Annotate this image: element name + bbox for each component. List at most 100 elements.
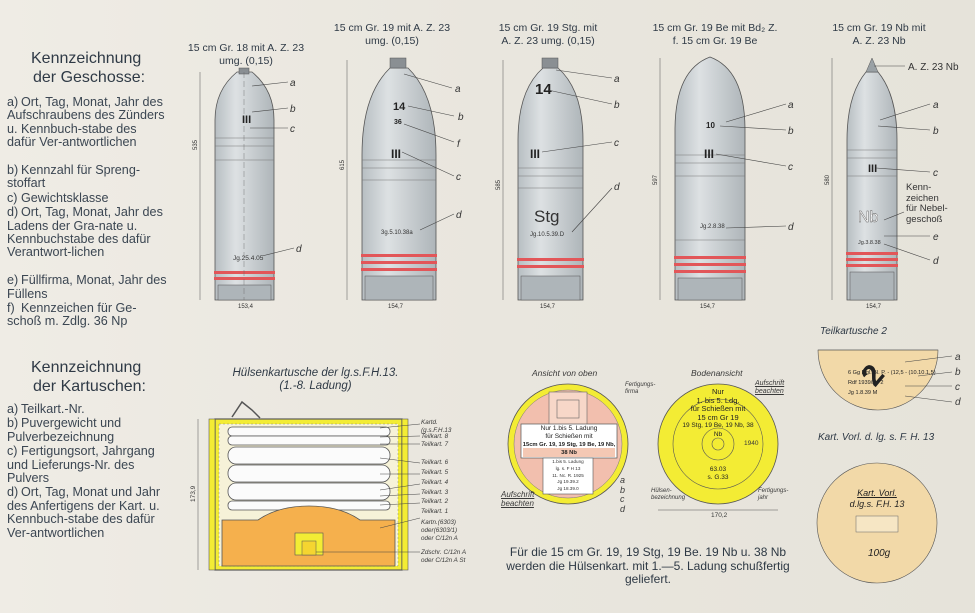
shell-5: III Nb Jg.3.8.38 580 154,7 A. Z. 23 Nb a…: [825, 57, 959, 310]
shells-item-text: Ort, Tag, Monat, Jahr des Ladens der Gra…: [7, 205, 163, 260]
shells-item-text: Kennzahl für Spreng-stoffart: [7, 163, 141, 191]
shell-1-length: 535: [193, 139, 199, 150]
shell-2-width: 154,7: [388, 304, 404, 310]
svg-text:a: a: [455, 84, 461, 95]
shell-4-number: 10: [706, 121, 715, 130]
cart-item-key: b): [7, 416, 19, 431]
shell-3: 14 III Stg Jg.10.5.39.D 585 154,7 a b c …: [496, 57, 620, 310]
shell-3-stg-mark: Stg: [534, 207, 560, 226]
svg-text:a: a: [933, 100, 939, 111]
shell-2-class-mark: III: [391, 147, 401, 161]
svg-text:c: c: [933, 168, 938, 179]
shells-item-text: Füllfirma, Monat, Jahr des Füllens: [7, 273, 167, 301]
teilkart-lines: 6 Gg Ngl. Bl. P. - (12,5 - (10.10.1,5)Rd…: [848, 370, 936, 396]
svg-text:c: c: [788, 162, 793, 173]
shells-item: a)Ort, Tag, Monat, Jahr des Aufschrauben…: [7, 95, 167, 150]
svg-text:d: d: [614, 182, 620, 193]
vorlage: [816, 462, 938, 584]
shell-4-stamp: Jg.2.8.38: [700, 224, 725, 230]
shells-heading-line2: der Geschosse:: [33, 69, 146, 86]
shells-item-text: Ort, Tag, Monat, Jahr des Aufschraubens …: [7, 95, 165, 150]
shell-2-number2: 36: [394, 119, 402, 126]
svg-text:b: b: [290, 104, 296, 115]
cart-item-text: Ort, Tag, Monat und Jahr des Anfertigens…: [7, 485, 161, 540]
shell-4-length: 597: [653, 174, 659, 185]
shell-5-az-callout: A. Z. 23 Nb: [908, 62, 959, 73]
bottom-view-huelsen: Hülsen-bezeichnung: [651, 488, 686, 501]
nebel-callout-line: zeichen: [906, 192, 939, 204]
svg-text:a: a: [290, 78, 296, 89]
shell-5-class-mark: III: [868, 163, 877, 175]
huelse-label: oder C/12n A St: [421, 557, 466, 564]
shell-4-width: 154,7: [700, 304, 716, 310]
svg-text:b: b: [933, 126, 939, 137]
svg-text:c: c: [456, 172, 461, 183]
nebel-callout-line: für Nebel-: [906, 203, 948, 214]
huelse-label: Zdschr. C/12n A: [421, 549, 467, 556]
shells-item-text: Gewichtsklasse: [21, 190, 109, 205]
shell-2-length: 615: [340, 159, 346, 170]
cart-item-text: Puvergewicht und Pulverbezeichnung: [7, 416, 122, 444]
bottom-view: [657, 383, 779, 511]
svg-text:b: b: [788, 126, 794, 137]
shells-item-key: c): [7, 190, 18, 205]
svg-text:c: c: [614, 138, 619, 149]
bottom-note: Für die 15 cm Gr. 19, 19 Stg, 19 Be. 19 …: [506, 545, 790, 586]
huelse-label: oder(6303/1): [421, 527, 458, 534]
shells-item-key: e): [7, 273, 19, 288]
shell-3-stamp: Jg.10.5.39.D: [530, 232, 565, 238]
teilkart-title: Teilkartusche 2: [820, 326, 887, 337]
bottom-view-year: 1940: [744, 440, 759, 447]
shells-item: d)Ort, Tag, Monat, Jahr des Ladens der G…: [7, 205, 167, 260]
shell-5-stamp: Jg.3.8.38: [858, 240, 881, 246]
huelse-label: Teilkart. 7: [421, 441, 449, 448]
shell-1-base: 153,4: [238, 304, 254, 310]
huelse-label: Kartn.(6303): [421, 519, 457, 526]
teilkartusche: 2: [817, 349, 953, 411]
shells-heading-line1: Kennzeichnung: [31, 50, 142, 67]
shell-2-number: 14: [393, 101, 406, 113]
cart-item: c)Fertigungsort, Jahrgang und Lieferungs…: [7, 444, 167, 485]
shells-item-text: Kennzeichen für Ge-schoß m. Zdlg. 36 Np: [7, 301, 137, 329]
top-view-title: Ansicht von oben: [532, 368, 598, 378]
huelse-label: oder C/12n A: [421, 535, 458, 542]
vorl-title: Kart. Vorl. d. lg. s. F. H. 13: [818, 432, 935, 443]
svg-text:d: d: [933, 256, 939, 267]
bottom-view-fertigungsfirma: Fertigungs-firma: [625, 382, 656, 395]
svg-text:a: a: [614, 74, 620, 85]
cart-item-key: a): [7, 402, 19, 416]
cart-item: b)Puvergewicht und Pulverbezeichnung: [7, 416, 167, 444]
shell-3-number: 14: [535, 81, 552, 98]
svg-text:a: a: [788, 100, 794, 111]
shell-1-stamp: Jg.25.4.05: [233, 255, 264, 262]
shell-2: 14 36 III 3g.5.10.38a 615 154,7 a b f c …: [340, 57, 464, 310]
svg-text:c: c: [290, 124, 295, 135]
shell-5-width: 154,7: [866, 304, 882, 310]
cart-item-key: c): [7, 444, 18, 459]
huelse-height: 173,9: [190, 485, 197, 502]
huelse-cartridge: 173,9: [190, 400, 421, 571]
nebel-callout-line: Kenn-: [906, 182, 932, 193]
top-view: [507, 383, 629, 505]
svg-text:f: f: [457, 139, 461, 150]
huelse-label: Teilkart. 2: [421, 498, 449, 505]
shell-4: 10 III Jg.2.8.38 597 154,7 a b c d: [653, 56, 794, 310]
shells-item-key: b): [7, 163, 19, 177]
svg-text:d: d: [456, 210, 462, 221]
shells-item: f)Kennzeichen für Ge-schoß m. Zdlg. 36 N…: [7, 301, 167, 329]
huelse-label: Teilkart. 3: [421, 489, 449, 496]
cartridge-heading-line2: der Kartuschen:: [33, 378, 146, 395]
shell-5-nb-mark: Nb: [858, 209, 879, 226]
huelse-label: Teilkart. 4: [421, 479, 449, 486]
